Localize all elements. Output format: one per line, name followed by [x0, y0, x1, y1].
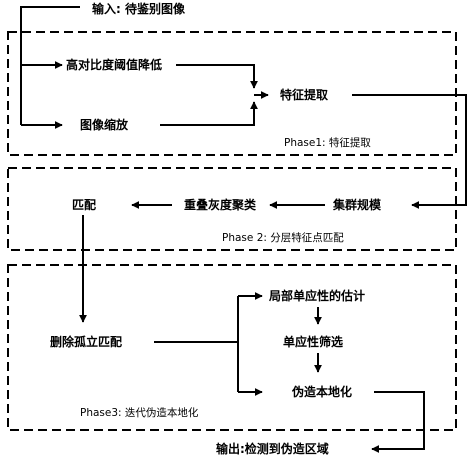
node-homography-filter: 单应性筛选 [283, 334, 343, 349]
output-label: 输出:检测到伪造区域 [216, 441, 329, 456]
phase2-title: Phase 2: 分层特征点匹配 [222, 232, 344, 244]
node-remove-isolated: 删除孤立匹配 [50, 334, 122, 349]
node-cluster-scale: 集群规模 [332, 197, 382, 212]
arrow-scale-to-merge [160, 101, 258, 126]
phase3-box [7, 264, 457, 431]
phase1-box [7, 31, 457, 156]
node-image-scaling: 图像缩放 [80, 117, 129, 132]
arrow-localize-to-output [371, 391, 425, 453]
node-matching: 匹配 [72, 197, 96, 212]
node-feature-extraction: 特征提取 [280, 87, 328, 102]
node-forgery-localization: 伪造本地化 [291, 384, 352, 399]
node-contrast-threshold: 高对比度阈值降低 [66, 57, 162, 72]
arrow-contrast-to-merge [176, 64, 258, 89]
connector-input-split [20, 6, 80, 125]
phase2-box [7, 167, 457, 251]
node-local-homography: 局部单应性的估计 [269, 288, 365, 303]
phase1-title: Phase1: 特征提取 [284, 137, 371, 149]
arrow-extract-to-cluster [352, 94, 467, 209]
phase3-title: Phase3: 迭代伪造本地化 [80, 406, 199, 419]
node-overlap-clustering: 重叠灰度聚类 [184, 197, 257, 212]
input-label: 输入: 待鉴别图像 [92, 1, 186, 16]
